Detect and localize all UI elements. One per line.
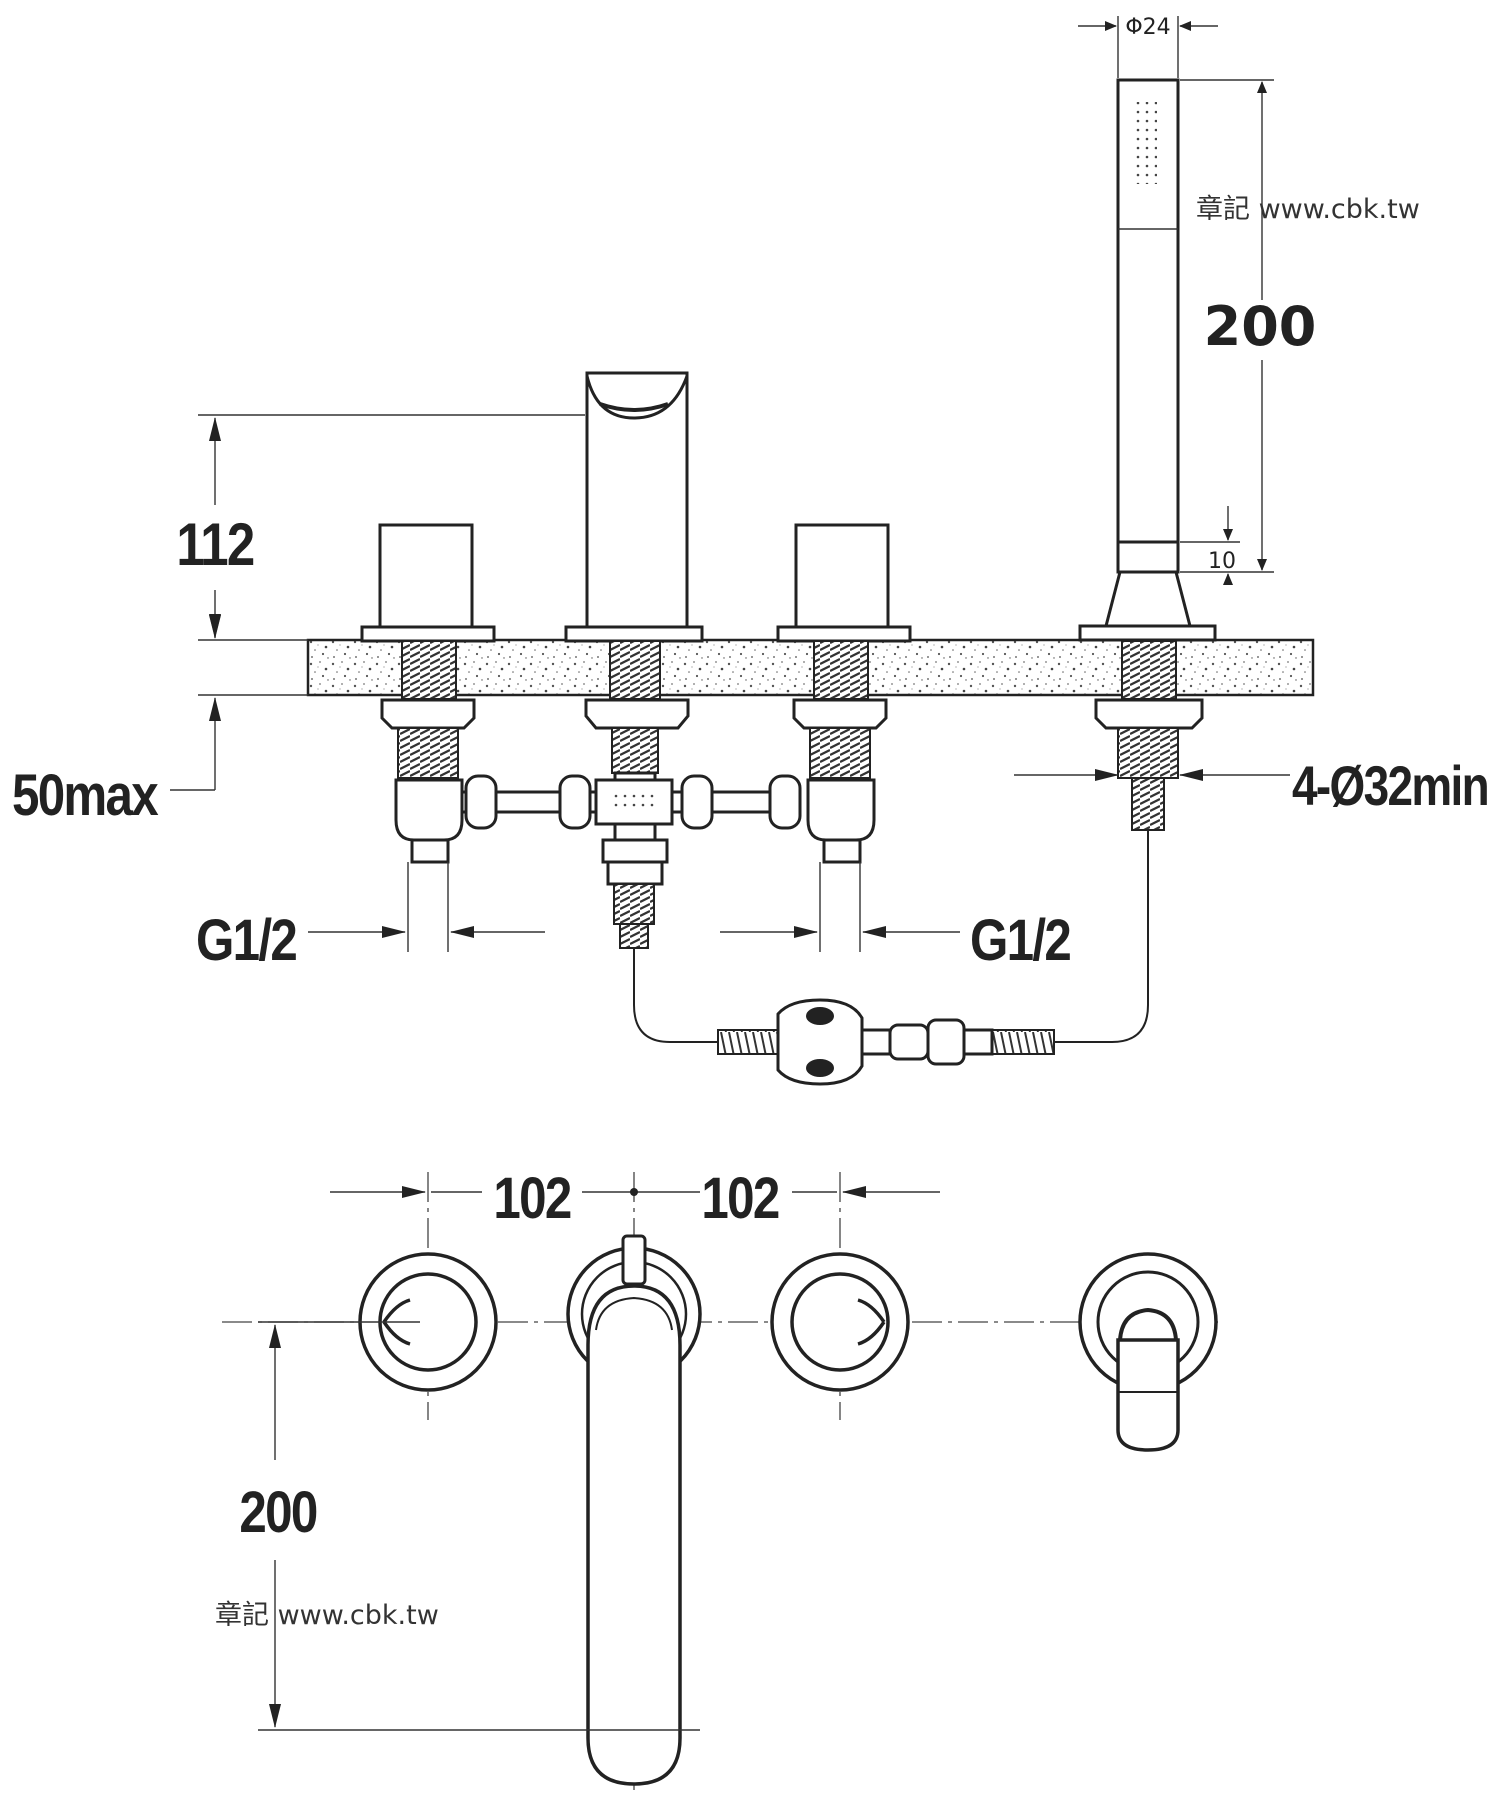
hand-shower-top — [1078, 1252, 1218, 1452]
dim-spout-height-label: 112 — [176, 511, 253, 578]
dim-shower-diameter: Φ24 — [1078, 15, 1218, 78]
watermark-lower: 章記 www.cbk.tw — [215, 1600, 439, 1631]
dim-shower-diameter-label: Φ24 — [1125, 15, 1170, 40]
side-view: Φ24 200 10 112 — [12, 15, 1490, 1086]
dim-shower-length: 200 — [1180, 79, 1317, 573]
dim-deck-thickness: 50max — [12, 615, 221, 828]
dim-spout-height: 112 — [176, 414, 585, 696]
spout-side — [564, 371, 704, 949]
dim-spacing-right-label: 102 — [701, 1166, 778, 1231]
dim-left-inlet-label: G1/2 — [196, 908, 296, 973]
shower-hose — [633, 830, 1149, 1086]
dim-hole-diameter-label: 4-Ø32min — [1292, 755, 1488, 817]
dim-deck-thickness-label: 50max — [12, 763, 159, 828]
dim-hole-diameter: 4-Ø32min — [1014, 755, 1490, 817]
dim-handle-gap: 10 — [1180, 506, 1240, 585]
watermark-upper: 章記 www.cbk.tw — [1196, 194, 1420, 225]
right-valve-top — [770, 1252, 910, 1392]
left-valve-top — [358, 1252, 498, 1392]
right-valve-side — [776, 523, 912, 864]
connecting-pipe — [460, 774, 802, 830]
spout-top — [566, 1234, 702, 1786]
dim-shower-length-label: 200 — [1204, 295, 1317, 358]
dim-spout-reach: 200 — [239, 1321, 700, 1731]
dim-right-inlet: G1/2 — [720, 862, 1072, 973]
dim-spout-reach-label: 200 — [239, 1480, 316, 1545]
dim-handle-gap-label: 10 — [1208, 549, 1236, 574]
dim-spacing-left-label: 102 — [493, 1166, 570, 1231]
left-valve-side — [360, 523, 496, 864]
dim-spacing: 102 102 — [330, 1166, 940, 1231]
dim-left-inlet: G1/2 — [196, 862, 545, 973]
top-view: 102 102 — [215, 1166, 1222, 1790]
hand-shower-side — [1078, 78, 1217, 831]
dim-right-inlet-label: G1/2 — [970, 908, 1070, 973]
